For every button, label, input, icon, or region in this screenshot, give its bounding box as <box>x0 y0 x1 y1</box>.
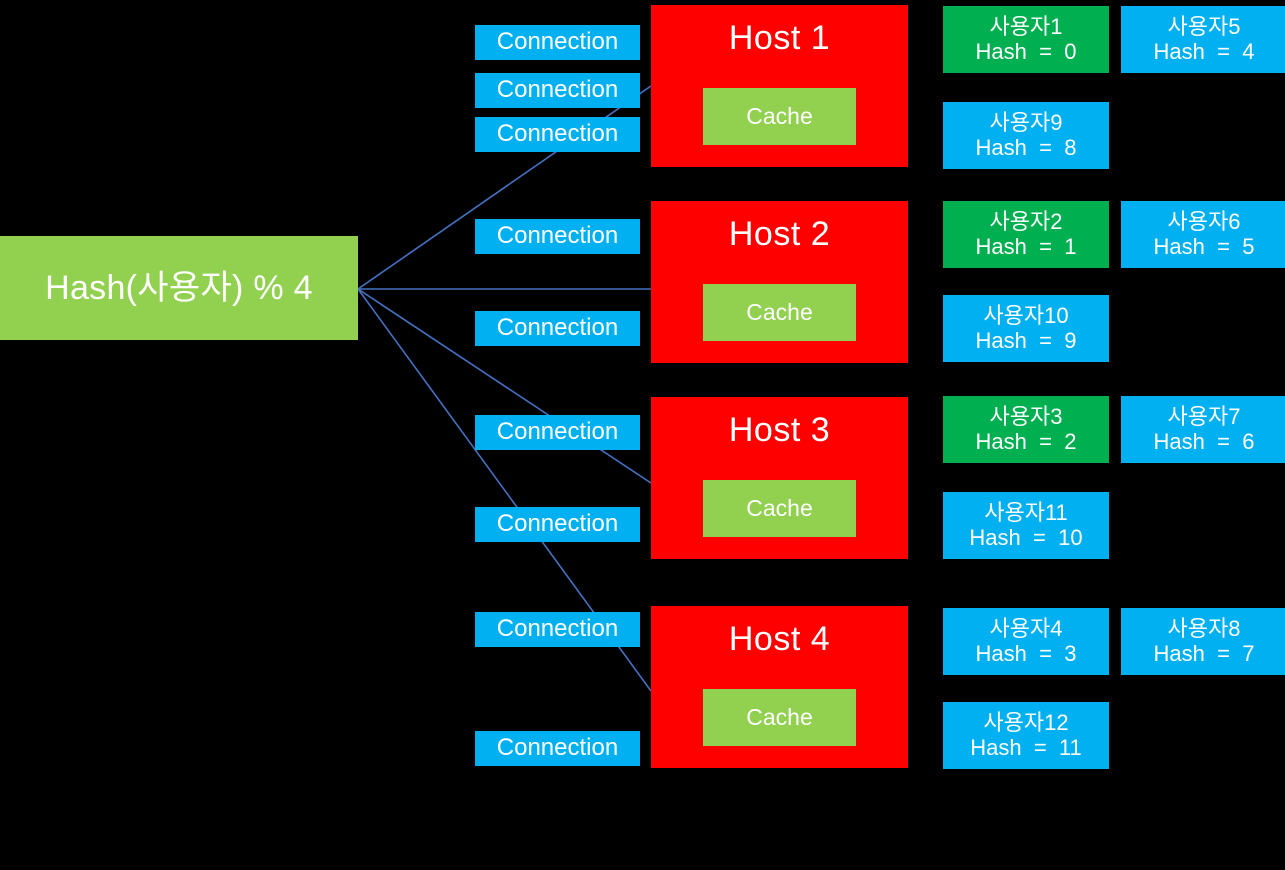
cache-box-host-2[interactable]: Cache <box>703 284 856 341</box>
user-name: 사용자9 <box>989 109 1063 135</box>
connection-box-host-1-2[interactable]: Connection <box>475 73 640 108</box>
user-box-3[interactable]: 사용자3 Hash = 2 <box>943 396 1109 463</box>
cache-label: Cache <box>746 494 813 521</box>
user-box-4[interactable]: 사용자4 Hash = 3 <box>943 608 1109 675</box>
host-title: Host 1 <box>728 19 831 57</box>
user-name: 사용자2 <box>989 208 1063 234</box>
user-box-11[interactable]: 사용자11 Hash = 10 <box>943 492 1109 559</box>
user-name: 사용자4 <box>989 615 1063 641</box>
connection-box-host-1-1[interactable]: Connection <box>475 25 640 60</box>
host-box-4[interactable]: Host 4 Cache <box>651 606 908 768</box>
user-name: 사용자10 <box>983 302 1069 328</box>
user-name: 사용자11 <box>984 499 1068 525</box>
user-name: 사용자1 <box>989 13 1063 39</box>
user-hash: Hash = 9 <box>975 327 1077 353</box>
connection-label: Connection <box>496 510 619 538</box>
user-hash: Hash = 4 <box>1153 38 1255 64</box>
user-name: 사용자12 <box>983 709 1069 735</box>
cache-box-host-1[interactable]: Cache <box>703 88 856 145</box>
user-box-7[interactable]: 사용자7 Hash = 6 <box>1121 396 1285 463</box>
connection-box-host-3-1[interactable]: Connection <box>475 415 640 450</box>
connection-box-host-2-1[interactable]: Connection <box>475 219 640 254</box>
user-box-9[interactable]: 사용자9 Hash = 8 <box>943 102 1109 169</box>
cache-label: Cache <box>746 298 813 325</box>
user-hash: Hash = 3 <box>975 640 1077 666</box>
connection-label: Connection <box>496 76 619 104</box>
user-name: 사용자6 <box>1167 208 1241 234</box>
connection-label: Connection <box>496 120 619 148</box>
user-hash: Hash = 2 <box>975 428 1077 454</box>
cache-label: Cache <box>746 102 813 129</box>
user-hash: Hash = 11 <box>970 734 1082 760</box>
connection-label: Connection <box>496 615 619 643</box>
user-box-8[interactable]: 사용자8 Hash = 7 <box>1121 608 1285 675</box>
host-box-2[interactable]: Host 2 Cache <box>651 201 908 363</box>
connection-box-host-4-1[interactable]: Connection <box>475 612 640 647</box>
host-box-3[interactable]: Host 3 Cache <box>651 397 908 559</box>
user-hash: Hash = 6 <box>1153 428 1255 454</box>
connection-box-host-3-2[interactable]: Connection <box>475 507 640 542</box>
user-hash: Hash = 8 <box>975 134 1077 160</box>
user-name: 사용자8 <box>1167 615 1241 641</box>
user-box-2[interactable]: 사용자2 Hash = 1 <box>943 201 1109 268</box>
user-name: 사용자3 <box>989 403 1063 429</box>
connection-label: Connection <box>496 418 619 446</box>
connection-box-host-4-2[interactable]: Connection <box>475 731 640 766</box>
connection-label: Connection <box>496 314 619 342</box>
user-box-10[interactable]: 사용자10 Hash = 9 <box>943 295 1109 362</box>
user-name: 사용자7 <box>1167 403 1241 429</box>
connection-box-host-1-3[interactable]: Connection <box>475 117 640 152</box>
connection-label: Connection <box>496 28 619 56</box>
connection-label: Connection <box>496 222 619 250</box>
user-hash: Hash = 7 <box>1153 640 1255 666</box>
cache-box-host-4[interactable]: Cache <box>703 689 856 746</box>
user-name: 사용자5 <box>1167 13 1241 39</box>
user-box-6[interactable]: 사용자6 Hash = 5 <box>1121 201 1285 268</box>
user-hash: Hash = 10 <box>969 524 1083 550</box>
host-title: Host 2 <box>728 215 831 253</box>
connection-box-host-2-2[interactable]: Connection <box>475 311 640 346</box>
user-hash: Hash = 1 <box>975 233 1077 259</box>
user-box-1[interactable]: 사용자1 Hash = 0 <box>943 6 1109 73</box>
connection-label: Connection <box>496 734 619 762</box>
user-box-5[interactable]: 사용자5 Hash = 4 <box>1121 6 1285 73</box>
cache-box-host-3[interactable]: Cache <box>703 480 856 537</box>
hash-node[interactable]: Hash(사용자) % 4 <box>0 236 358 340</box>
host-title: Host 3 <box>728 411 831 449</box>
host-box-1[interactable]: Host 1 Cache <box>651 5 908 167</box>
host-title: Host 4 <box>728 620 831 658</box>
cache-label: Cache <box>746 703 813 730</box>
user-box-12[interactable]: 사용자12 Hash = 11 <box>943 702 1109 769</box>
hash-node-label: Hash(사용자) % 4 <box>45 268 313 307</box>
user-hash: Hash = 5 <box>1153 233 1255 259</box>
user-hash: Hash = 0 <box>975 38 1077 64</box>
